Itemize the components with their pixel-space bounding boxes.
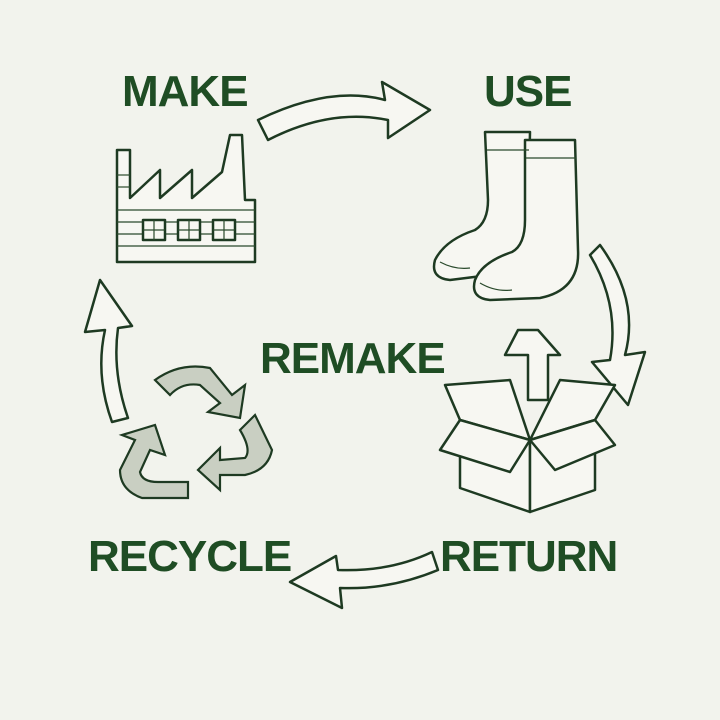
arrow-use-to-return-icon	[588, 243, 647, 407]
arrow-make-to-use-icon	[256, 80, 432, 142]
label-use: USE	[484, 67, 572, 116]
arrow-return-to-recycle-icon	[288, 550, 440, 610]
label-remake: REMAKE	[260, 334, 446, 383]
arrow-recycle-to-make-icon	[83, 278, 134, 424]
label-return: RETURN	[440, 532, 618, 581]
label-make: MAKE	[122, 67, 249, 116]
label-recycle: RECYCLE	[88, 532, 292, 581]
